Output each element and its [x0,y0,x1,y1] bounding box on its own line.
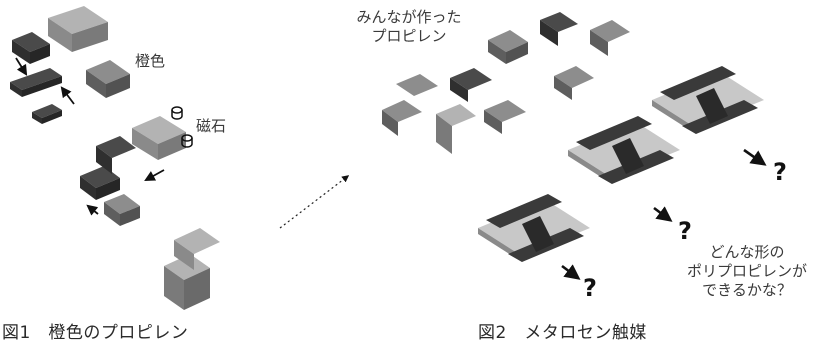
magnet-icon [171,106,193,148]
dark-zigzag-brick [80,136,136,200]
grey-brick-2x2 [86,60,130,98]
catalyst-model-3 [478,194,590,262]
label-everyone-line2: プロピレン [371,26,447,45]
question-mark-3: ? [583,274,597,302]
question-line3: できるかな？ [702,280,792,299]
grey-brick-small [104,194,140,226]
dark-brick-2x2 [12,32,50,64]
figure1-caption: 図1 橙色のプロピレン [2,323,189,343]
transition-arrow [279,175,350,229]
label-everyone-made: みんなが作った プロピレン [353,8,465,46]
catalyst-model-1 [652,66,764,134]
label-orange: 橙色 [135,52,166,70]
small-brick-cluster [382,12,630,154]
question-mark-1: ? [773,158,787,186]
dark-plate-1x2 [32,104,62,124]
label-magnet: 磁石 [196,117,227,135]
light-brick-2x3 [48,6,108,52]
light-zigzag-brick [164,228,220,310]
dark-plate-1x4 [10,68,62,97]
question-text: どんな形の ポリプロピレンが できるかな？ [682,243,812,299]
question-mark-2: ? [678,217,692,245]
question-line2: ポリプロピレンが [686,261,807,280]
light-brick-magnet [132,116,186,160]
figure2-caption: 図2 メタロセン触媒 [478,323,647,343]
catalyst-model-2 [568,116,680,184]
label-everyone-line1: みんなが作った [356,8,462,26]
question-line1: どんな形の [709,243,785,261]
